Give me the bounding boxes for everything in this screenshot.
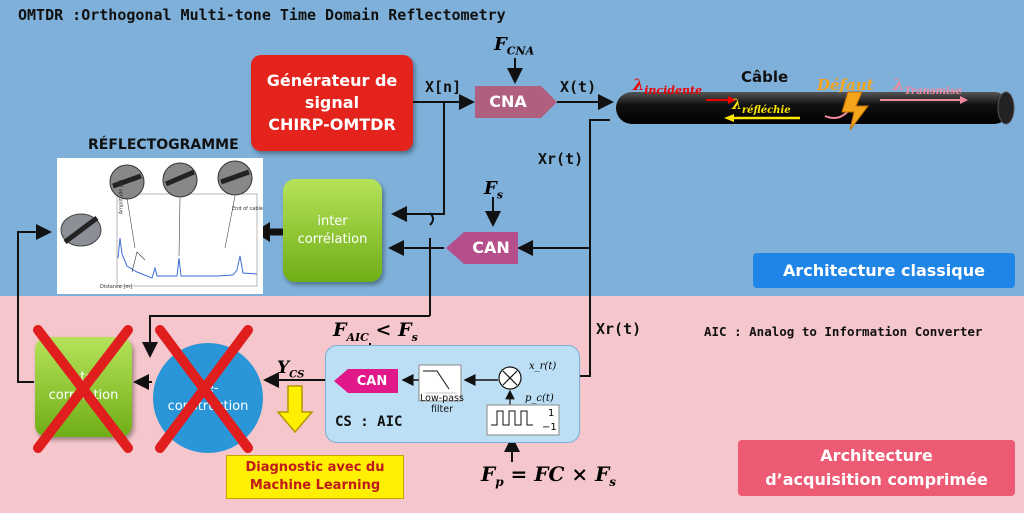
can-label: CAN <box>472 238 510 257</box>
transmitted-label: λTransmise <box>893 75 962 98</box>
cna-label: CNA <box>489 92 527 111</box>
inter-bottom-to-reflecto-arrow <box>17 224 52 383</box>
can-block <box>446 232 518 264</box>
cross-intercorrelation-icon <box>33 325 133 453</box>
ycs-label: YCS <box>277 358 305 381</box>
lowpass-label: Low-pass filter <box>420 393 464 415</box>
xrt-bottom-label: Xr(t) <box>596 320 642 338</box>
cross-reconstruction-icon <box>155 325 253 453</box>
down-to-recon-arrow <box>142 315 430 358</box>
xrt-top-label: Xr(t) <box>538 150 584 168</box>
reflectogram-end-text: End of cable <box>232 206 263 212</box>
xrt-to-can-arrow <box>517 119 610 256</box>
fp-label: Fp = FC × Fs <box>481 462 617 489</box>
can-aic-label: CAN <box>356 374 388 389</box>
reflectogram-heading: RÉFLECTOGRAMME <box>88 137 239 153</box>
minus-one-label: −1 <box>542 422 557 433</box>
generator-line2: signal <box>304 93 360 112</box>
reflected-label: λréfléchie <box>732 97 791 116</box>
signal-generator-block: Générateur de signal CHIRP-OMTDR <box>251 55 413 151</box>
cna-block <box>475 86 557 118</box>
intercorrelation-block: inter corrélation <box>283 179 382 282</box>
classic-architecture-label: Architecture classique <box>753 253 1015 288</box>
arch-compressed-line1: Architecture <box>820 446 933 465</box>
pc-small-label: p_c(t) <box>525 393 554 404</box>
fcna-label: FCNA <box>494 34 535 58</box>
fs-label: Fs <box>484 178 503 202</box>
faic-label: FAIC < Fs <box>333 319 418 344</box>
reflectogram-chart <box>57 158 263 294</box>
can-aic-block <box>334 369 398 393</box>
xt-label: X(t) <box>560 78 597 96</box>
cs-aic-label: CS : AIC <box>335 414 403 430</box>
reflectogram-xlabel: Distance [m] <box>100 284 133 290</box>
inter-top-line2: corrélation <box>297 231 368 247</box>
diag-line1: Diagnostic avec du <box>245 460 385 475</box>
compressed-architecture-label: Architecture d’acquisition comprimée <box>738 440 1015 496</box>
xn-label: X[n] <box>425 78 462 96</box>
plus-one-label: 1 <box>548 408 555 419</box>
diagnostic-ml-box: Diagnostic avec du Machine Learning <box>226 455 404 499</box>
diagram-title: OMTDR :Orthogonal Multi-tone Time Domain… <box>18 6 506 24</box>
defect-label: Défaut <box>817 76 874 94</box>
aic-internals <box>401 364 560 436</box>
ml-arrow <box>276 385 314 434</box>
generator-line1: Générateur de <box>266 71 398 90</box>
arch-compressed-line2: d’acquisition comprimée <box>765 470 988 489</box>
xr-small-label: x_r(t) <box>529 361 557 372</box>
inter-top-line1: inter <box>317 213 348 229</box>
generator-line3: CHIRP-OMTDR <box>268 115 396 134</box>
incident-label: λincidente <box>633 75 703 98</box>
diag-line2: Machine Learning <box>249 478 381 493</box>
xn-to-inter-arrow <box>391 102 445 222</box>
cable-graphic <box>616 91 1015 130</box>
aic-note: AIC : Analog to Information Converter <box>704 324 983 339</box>
cable-label: Câble <box>741 68 789 86</box>
